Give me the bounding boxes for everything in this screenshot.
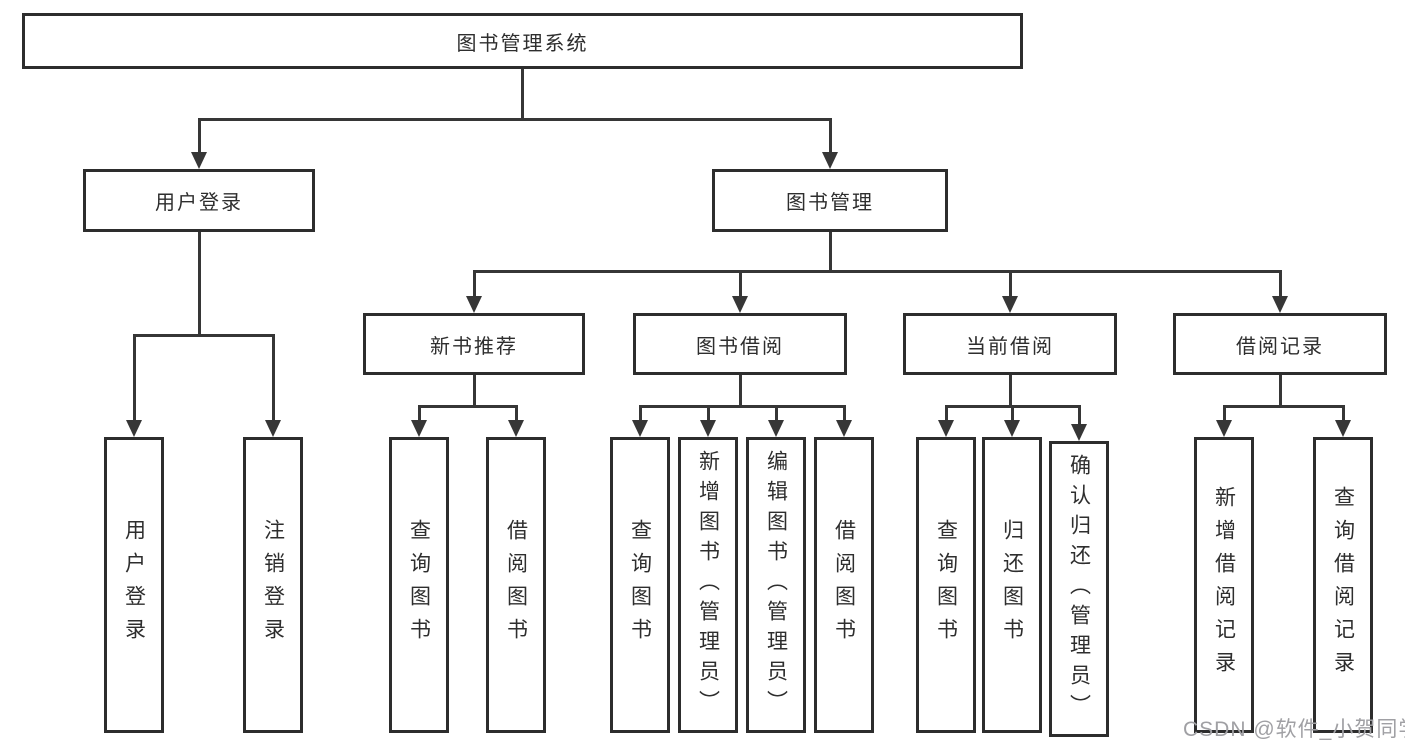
node-label-book-borrow: 图书借阅 (696, 335, 784, 358)
arrow-down-icon (768, 420, 784, 437)
arrow-down-icon (1272, 296, 1288, 313)
connector-arrow-shaft (1278, 269, 1282, 299)
watermark: CSDN @软件_小贺同学 (1183, 718, 1405, 741)
connector-stub (197, 232, 201, 337)
node-leaf-borrow-book-1: 借阅图书 (486, 437, 546, 733)
arrow-down-icon (1335, 420, 1351, 437)
connector-arrow-shaft (514, 404, 518, 423)
node-label-leaf-confirm-return: 确认归还（管理员） (1067, 454, 1091, 724)
arrow-down-icon (1002, 296, 1018, 313)
node-label-leaf-borrow-book-2: 借阅图书 (832, 519, 856, 651)
connector-arrow-shaft (1077, 404, 1081, 427)
node-label-leaf-add-book: 新增图书（管理员） (696, 450, 720, 720)
arrow-down-icon (411, 420, 427, 437)
node-label-current-borrow: 当前借阅 (966, 335, 1054, 358)
connector-arrow-shaft (638, 404, 642, 423)
connector-stub (738, 375, 742, 408)
node-label-leaf-user-login: 用户登录 (122, 519, 146, 651)
connector-rail (1222, 404, 1345, 408)
connector-rail (197, 117, 832, 121)
arrow-down-icon (632, 420, 648, 437)
arrow-down-icon (1071, 424, 1087, 441)
node-leaf-edit-book: 编辑图书（管理员） (746, 437, 806, 733)
connector-arrow-shaft (472, 269, 476, 299)
node-current-borrow: 当前借阅 (903, 313, 1117, 375)
node-book-borrow: 图书借阅 (633, 313, 847, 375)
connector-arrow-shaft (271, 333, 275, 423)
node-label-leaf-borrow-book-1: 借阅图书 (504, 519, 528, 651)
connector-rail (638, 404, 846, 408)
node-label-leaf-query-book-1: 查询图书 (407, 519, 431, 651)
node-leaf-logout: 注销登录 (243, 437, 303, 733)
arrow-down-icon (938, 420, 954, 437)
arrow-down-icon (1216, 420, 1232, 437)
node-leaf-confirm-return: 确认归还（管理员） (1049, 441, 1109, 737)
node-label-leaf-add-record: 新增借阅记录 (1212, 486, 1236, 684)
node-root: 图书管理系统 (22, 13, 1023, 69)
connector-arrow-shaft (132, 333, 136, 423)
connector-arrow-shaft (197, 117, 201, 155)
connector-arrow-shaft (417, 404, 421, 423)
connector-stub (472, 375, 476, 408)
arrow-down-icon (466, 296, 482, 313)
arrow-down-icon (508, 420, 524, 437)
node-leaf-return-book: 归还图书 (982, 437, 1042, 733)
node-book-mgmt: 图书管理 (712, 169, 948, 232)
arrow-down-icon (126, 420, 142, 437)
arrow-down-icon (836, 420, 852, 437)
connector-arrow-shaft (944, 404, 948, 423)
node-leaf-query-book-1: 查询图书 (389, 437, 449, 733)
node-leaf-query-record: 查询借阅记录 (1313, 437, 1373, 733)
connector-rail (472, 269, 1282, 273)
node-leaf-borrow-book-2: 借阅图书 (814, 437, 874, 733)
arrow-down-icon (700, 420, 716, 437)
node-new-book-rec: 新书推荐 (363, 313, 585, 375)
connector-stub (828, 232, 832, 273)
node-label-leaf-return-book: 归还图书 (1000, 519, 1024, 651)
node-leaf-add-record: 新增借阅记录 (1194, 437, 1254, 733)
node-label-leaf-logout: 注销登录 (261, 519, 285, 651)
connector-arrow-shaft (828, 117, 832, 155)
node-user-login: 用户登录 (83, 169, 315, 232)
connector-arrow-shaft (1008, 269, 1012, 299)
arrow-down-icon (1004, 420, 1020, 437)
node-label-leaf-query-book-2: 查询图书 (628, 519, 652, 651)
connector-stub (1008, 375, 1012, 408)
node-leaf-query-book-2: 查询图书 (610, 437, 670, 733)
node-label-book-mgmt: 图书管理 (786, 192, 874, 214)
node-leaf-user-login: 用户登录 (104, 437, 164, 733)
node-label-user-login: 用户登录 (155, 192, 243, 214)
node-label-leaf-query-record: 查询借阅记录 (1331, 486, 1355, 684)
node-label-root: 图书管理系统 (456, 32, 589, 55)
arrow-down-icon (822, 152, 838, 169)
connector-rail (132, 333, 275, 337)
arrow-down-icon (191, 152, 207, 169)
connector-arrow-shaft (1341, 404, 1345, 423)
connector-arrow-shaft (774, 404, 778, 423)
arrow-down-icon (732, 296, 748, 313)
node-label-leaf-edit-book: 编辑图书（管理员） (764, 450, 788, 720)
connector-arrow-shaft (1222, 404, 1226, 423)
node-leaf-add-book: 新增图书（管理员） (678, 437, 738, 733)
connector-arrow-shaft (842, 404, 846, 423)
arrow-down-icon (265, 420, 281, 437)
node-label-borrow-records: 借阅记录 (1236, 335, 1324, 358)
node-label-leaf-query-book-3: 查询图书 (934, 519, 958, 651)
connector-arrow-shaft (706, 404, 710, 423)
connector-arrow-shaft (738, 269, 742, 299)
connector-arrow-shaft (1010, 404, 1014, 423)
connector-stub (1278, 375, 1282, 408)
node-leaf-query-book-3: 查询图书 (916, 437, 976, 733)
connector-stub (520, 69, 524, 121)
node-label-new-book-rec: 新书推荐 (430, 335, 518, 358)
node-borrow-records: 借阅记录 (1173, 313, 1387, 375)
connector-rail (417, 404, 518, 408)
